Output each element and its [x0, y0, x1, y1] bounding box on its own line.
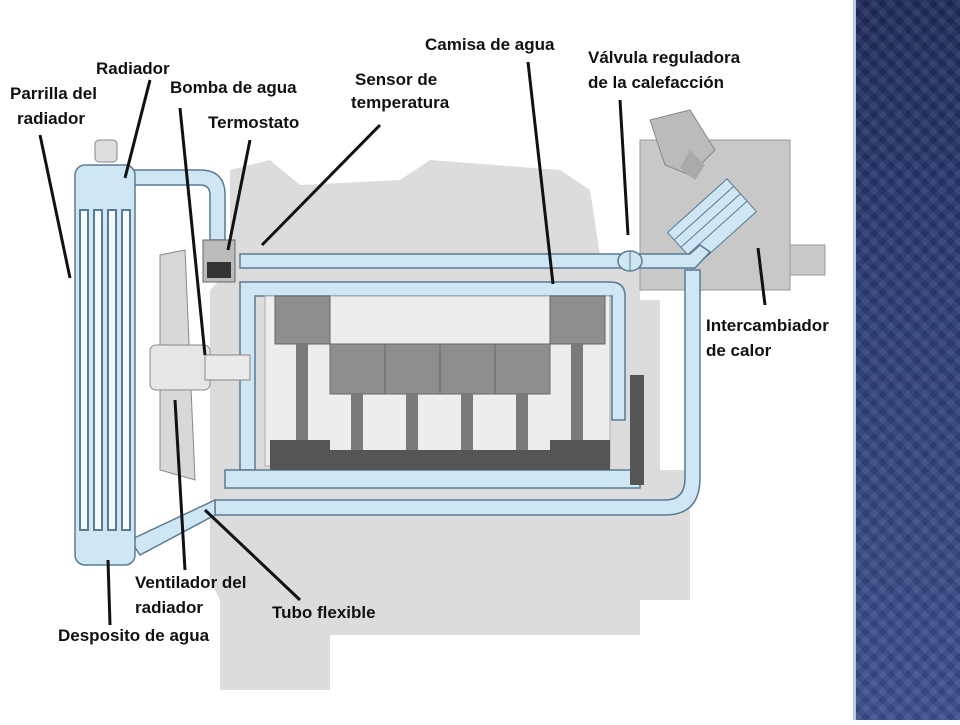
label-tubo-flexible: Tubo flexible — [272, 603, 376, 622]
label-bomba-de-agua: Bomba de agua — [170, 78, 297, 97]
heat-exchanger-icon — [666, 178, 758, 266]
diagram-frame: Parrilla del radiador Radiador Bomba de … — [10, 0, 856, 720]
label-ventilador-line1: Ventilador del — [135, 573, 246, 592]
label-camisa-de-agua: Camisa de agua — [425, 35, 555, 54]
label-intercambiador-line1: Intercambiador — [706, 316, 829, 335]
cooling-system-diagram: Parrilla del radiador Radiador Bomba de … — [10, 35, 829, 690]
label-termostato: Termostato — [208, 113, 299, 132]
label-sensor-line1: Sensor de — [355, 70, 437, 89]
engine-pistons — [264, 295, 644, 485]
valve-icon — [617, 250, 643, 272]
label-radiador: Radiador — [96, 59, 170, 78]
label-intercambiador-line2: de calor — [706, 341, 772, 360]
fan-and-pump — [149, 249, 251, 481]
decorative-sidebar — [856, 0, 960, 720]
label-valvula-line2: de la calefacción — [588, 73, 724, 92]
labels: Parrilla del radiador Radiador Bomba de … — [10, 35, 829, 645]
radiator — [74, 139, 136, 566]
label-parrilla-line2: radiador — [17, 109, 85, 128]
label-parrilla-line1: Parrilla del — [10, 84, 97, 103]
label-ventilador-line2: radiador — [135, 598, 203, 617]
label-deposito-de-agua: Desposito de agua — [58, 626, 210, 645]
pointer-lines — [38, 61, 767, 626]
label-sensor-line2: temperatura — [351, 93, 450, 112]
label-valvula-line1: Válvula reguladora — [588, 48, 741, 67]
